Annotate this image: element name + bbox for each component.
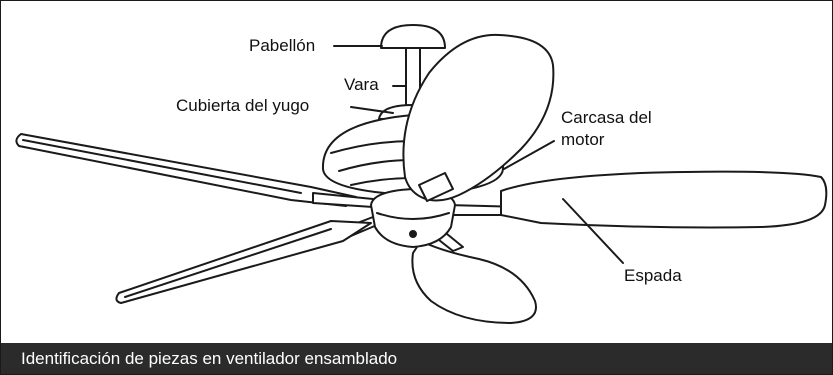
leader-yoke-cover bbox=[350, 106, 394, 114]
label-blade: Espada bbox=[624, 266, 682, 285]
label-motor-housing-line2: motor bbox=[561, 130, 605, 149]
blade-bottom bbox=[411, 240, 537, 324]
leader-blade bbox=[562, 198, 624, 264]
blade-right bbox=[500, 170, 828, 229]
label-yoke-cover: Cubierta del yugo bbox=[176, 96, 310, 115]
blade-back-left-edge bbox=[22, 139, 302, 194]
leader-motor-housing bbox=[503, 140, 555, 170]
ceiling-fan-illustration bbox=[15, 24, 828, 324]
blade-iron-left bbox=[312, 192, 374, 208]
label-motor-housing-line1: Carcasa del bbox=[561, 108, 652, 127]
blade-top bbox=[402, 33, 555, 202]
blade-top-bracket bbox=[418, 172, 454, 202]
caption-bar: Identificación de piezas en ventilador e… bbox=[1, 343, 832, 374]
figure-caption: Identificación de piezas en ventilador e… bbox=[21, 349, 398, 368]
blade-back-left bbox=[15, 133, 357, 207]
label-downrod: Vara bbox=[344, 75, 379, 94]
switch-housing-ring bbox=[376, 212, 450, 220]
canopy bbox=[380, 24, 446, 49]
pull-chain-cap bbox=[409, 230, 417, 238]
blade-front-left-edge bbox=[124, 228, 332, 298]
blade-front-left bbox=[115, 220, 372, 304]
label-canopy: Pabellón bbox=[249, 36, 316, 55]
